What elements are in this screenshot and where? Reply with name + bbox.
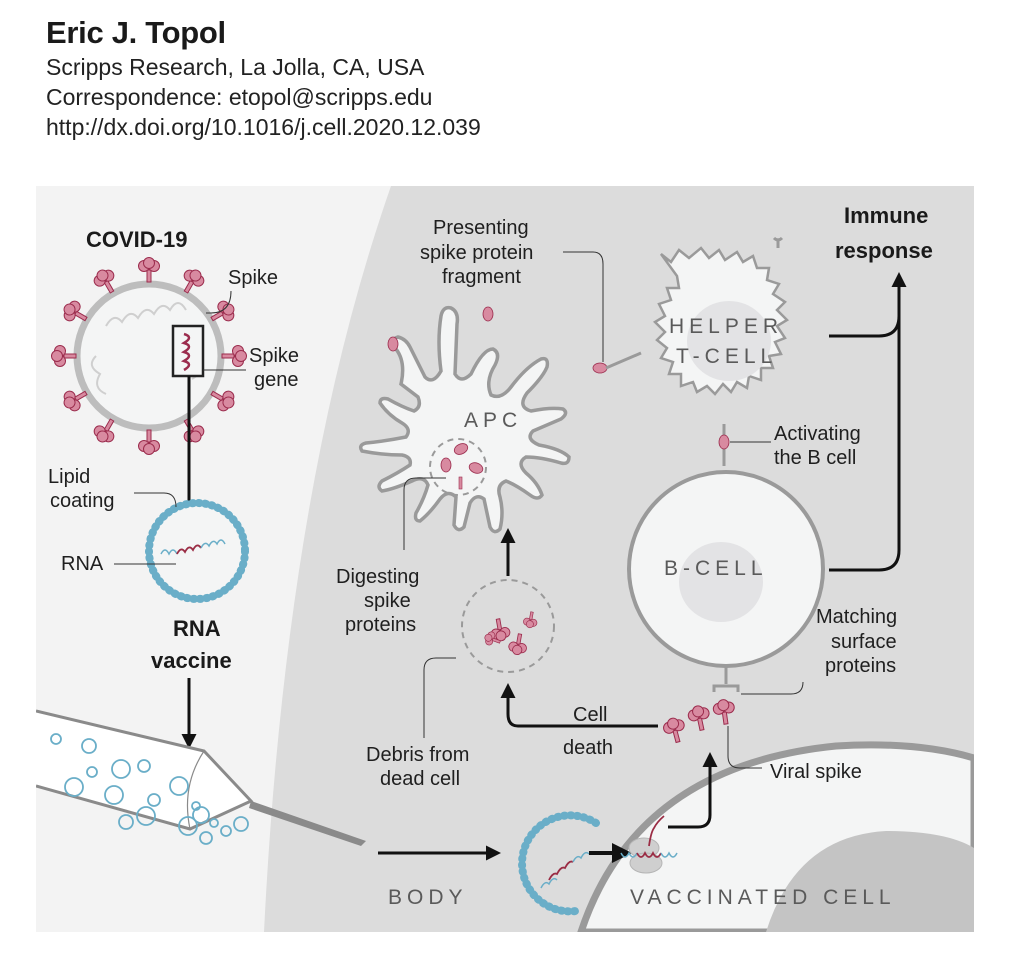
lipid-nanoparticle (145, 499, 249, 603)
arrow-immune-response (829, 272, 907, 572)
arrow-to-surface (668, 752, 718, 829)
debris-label-2: dead cell (380, 768, 460, 790)
vaccine-bubbles (50, 733, 249, 845)
digestion-vesicle (429, 438, 487, 496)
doi-link[interactable]: http://dx.doi.org/10.1016/j.cell.2020.12… (46, 114, 481, 140)
virus-envelope (73, 280, 225, 432)
helper-t-cell-nucleus (687, 301, 771, 381)
presenting-label-2: spike protein (420, 242, 533, 264)
syringe-needle (249, 801, 366, 846)
b-cell-receptor-icon (712, 666, 740, 692)
released-rna (548, 860, 574, 881)
presenting-label: Presenting (433, 217, 529, 239)
rna-vaccine-title-2: vaccine (151, 648, 232, 673)
syringe (35, 709, 366, 846)
cell-death-label: Cell (573, 704, 607, 726)
spike-gene-label: Spike (249, 345, 299, 367)
lipid-label-2: coating (50, 490, 115, 512)
digesting-label-2: spike (364, 590, 411, 612)
rna-label: RNA (61, 553, 104, 575)
spike-label: Spike (228, 267, 278, 289)
rna-vaccine-title: RNA (173, 616, 221, 641)
helper-t-cell (652, 236, 790, 466)
ribosome (620, 815, 678, 874)
matching-label: Matching (816, 606, 897, 628)
t-cell-label: T-CELL (676, 345, 777, 368)
b-cell-nucleus (679, 542, 763, 622)
activating-label-2: the B cell (774, 447, 856, 469)
presented-fragment-icon (592, 362, 608, 374)
presented-fragment-icon (387, 336, 399, 352)
presented-fragment-icon (482, 306, 494, 322)
activation-fragment-icon (718, 434, 730, 450)
diagram-canvas: COVID-19 Spike Spike gene Lipid coating … (35, 186, 978, 936)
immune-response-label-2: response (835, 238, 933, 263)
matching-label-3: proteins (825, 655, 896, 677)
spike-gene-label-2: gene (254, 369, 299, 391)
b-cell (627, 470, 825, 692)
matching-label-2: surface (831, 631, 897, 653)
vaccine-mechanism-figure: COVID-19 Spike Spike gene Lipid coating … (35, 186, 978, 936)
debris-vesicle (461, 579, 555, 673)
body-label: BODY (388, 886, 468, 909)
correspondence: Correspondence: etopol@scripps.edu (46, 84, 433, 110)
immune-response-label: Immune (844, 203, 928, 228)
vaccinated-cell-label: VACCINATED CELL (630, 886, 896, 909)
nascent-spike-protein (648, 815, 665, 847)
covid-virus (50, 256, 248, 456)
apc-label: APC (464, 409, 522, 432)
lipid-label: Lipid (48, 466, 90, 488)
digesting-label: Digesting (336, 566, 419, 588)
affiliation: Scripps Research, La Jolla, CA, USA (46, 54, 425, 80)
presenting-label-3: fragment (442, 266, 521, 288)
author-name: Eric J. Topol (46, 15, 226, 50)
helper-label: HELPER (669, 315, 783, 338)
fusing-lipid-coating (518, 811, 600, 916)
spike-gene-icon (180, 332, 191, 372)
covid-title: COVID-19 (86, 227, 187, 252)
activating-label: Activating (774, 423, 861, 445)
rna-strand (176, 544, 202, 555)
cell-death-label-2: death (563, 737, 613, 759)
b-cell-label: B-CELL (664, 557, 768, 580)
viral-spike-label: Viral spike (770, 761, 862, 783)
digesting-label-3: proteins (345, 614, 416, 636)
vaccinated-cell-nucleus (766, 831, 974, 932)
debris-label: Debris from (366, 744, 469, 766)
apc-cell (358, 305, 642, 534)
arrow-cell-death (500, 683, 658, 728)
article-header: Eric J. Topol Scripps Research, La Jolla… (46, 14, 481, 142)
